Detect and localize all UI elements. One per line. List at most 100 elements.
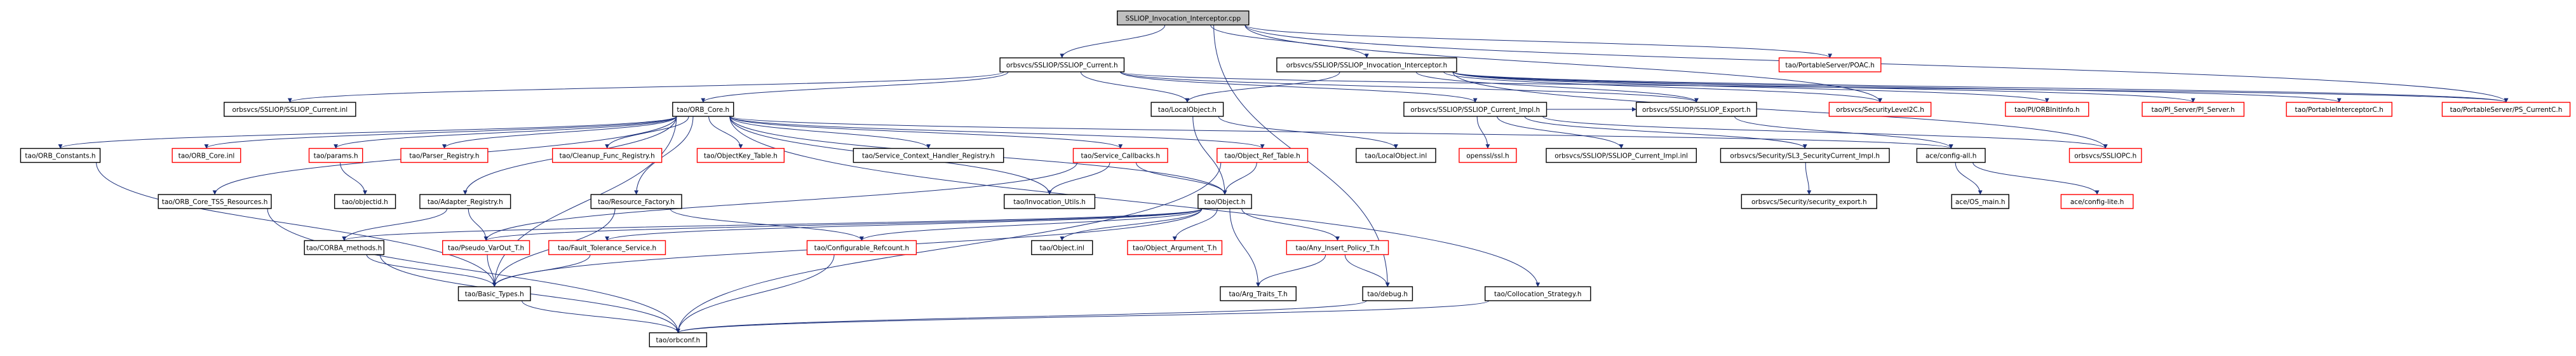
- node-label: tao/Basic_Types.h: [465, 291, 524, 298]
- edge: [1443, 71, 1882, 103]
- node-label: orbsvcs/SSLIOP/SSLIOP_Current_Impl.h: [1410, 106, 1540, 114]
- node-portable-icept: tao/PortableInterceptorC.h: [2286, 102, 2392, 117]
- node-box: [1403, 102, 1548, 117]
- node-collocation[interactable]: tao/Collocation_Strategy.h: [1485, 286, 1591, 301]
- node-label: tao/LocalObject.inl: [1365, 153, 1427, 160]
- node-current-inl[interactable]: orbsvcs/SSLIOP/SSLIOP_Current.inl: [224, 102, 356, 117]
- edge: [1135, 162, 1227, 195]
- edge: [1497, 116, 1624, 149]
- node-invocation-utils[interactable]: tao/Invocation_Utils.h: [1004, 194, 1096, 209]
- node-label: tao/orbconf.h: [656, 337, 701, 345]
- edge: [522, 300, 680, 333]
- node-security-export[interactable]: orbsvcs/Security/security_export.h: [1741, 194, 1877, 209]
- node-config-all[interactable]: ace/config-all.h: [1916, 147, 1986, 163]
- node-box: [224, 102, 356, 117]
- node-label: tao/ORB_Core.h: [677, 106, 729, 114]
- node-label: ace/config-lite.h: [2070, 198, 2124, 206]
- edge: [675, 254, 835, 333]
- edge-configurable-ref-to-orbconf: [675, 254, 835, 333]
- edge-current-h-to-current-inl: [288, 71, 1004, 103]
- node-current-impl-inl[interactable]: orbsvcs/SSLIOP/SSLIOP_Current_Impl.inl: [1546, 147, 1697, 163]
- edge-invint-h-to-pi-orbinit: [1452, 71, 2049, 103]
- node-box: [999, 57, 1125, 72]
- node-box: [1362, 286, 1413, 301]
- node-current-impl-h[interactable]: orbsvcs/SSLIOP/SSLIOP_Current_Impl.h: [1403, 102, 1548, 117]
- edge-invint-h-to-ssliopc: [1452, 71, 2108, 149]
- node-object-inl[interactable]: tao/Object.inl: [1031, 240, 1093, 256]
- node-box: [1197, 194, 1252, 209]
- edge: [1734, 116, 1953, 149]
- edge: [288, 71, 1004, 103]
- node-box: [1741, 194, 1877, 209]
- edge-root-to-current-h: [1060, 25, 1166, 58]
- edge-params-to-objectid: [340, 162, 368, 195]
- node-label: tao/Invocation_Utils.h: [1013, 198, 1086, 206]
- node-local-object-h[interactable]: tao/LocalObject.h: [1150, 102, 1224, 117]
- node-object-h[interactable]: tao/Object.h: [1197, 194, 1252, 209]
- node-invint-h[interactable]: orbsvcs/SSLIOP/SSLIOP_Invocation_Interce…: [1276, 57, 1457, 72]
- edge-object-h-to-any-insert: [1241, 208, 1340, 241]
- node-obj-ref-table: tao/Object_Ref_Table.h: [1217, 147, 1309, 163]
- node-box: [20, 147, 101, 163]
- node-box: [1276, 57, 1457, 72]
- node-basic-types[interactable]: tao/Basic_Types.h: [457, 286, 531, 301]
- node-resource-factory[interactable]: tao/Resource_Factory.h: [590, 194, 682, 209]
- edge: [1542, 116, 2108, 149]
- node-ssliop-export[interactable]: orbsvcs/SSLIOP/SSLIOP_Export.h: [1635, 102, 1757, 117]
- edge: [1524, 116, 1807, 149]
- node-adapter-reg[interactable]: tao/Adapter_Registry.h: [419, 194, 511, 209]
- node-orb-constants[interactable]: tao/ORB_Constants.h: [20, 147, 101, 163]
- edge: [605, 208, 1203, 241]
- node-label: tao/PortableServer/PS_CurrentC.h: [2450, 106, 2563, 114]
- edge: [1452, 71, 2049, 103]
- edge-invint-h-to-portable-icept: [1452, 71, 2342, 103]
- edge: [1344, 254, 1390, 287]
- edge: [729, 116, 931, 149]
- node-current-h[interactable]: orbsvcs/SSLIOP/SSLIOP_Current.h: [999, 57, 1125, 72]
- node-label: tao/Configurable_Refcount.h: [814, 245, 910, 252]
- node-label: openssl/ssl.h: [1466, 153, 1509, 160]
- edge-orb-core-to-svc-ctx: [729, 116, 931, 149]
- node-arg-traits[interactable]: tao/Arg_Traits_T.h: [1220, 286, 1297, 301]
- node-box: [2060, 194, 2134, 209]
- node-label: tao/Pseudo_VarOut_T.h: [448, 245, 524, 252]
- node-os-main[interactable]: ace/OS_main.h: [1951, 194, 2009, 209]
- node-params: tao/params.h: [308, 147, 363, 163]
- node-svc-ctx[interactable]: tao/Service_Context_Handler_Registry.h: [853, 147, 1004, 163]
- node-debug-h[interactable]: tao/debug.h: [1362, 286, 1413, 301]
- node-box: [590, 194, 682, 209]
- edge: [708, 116, 743, 149]
- node-sl3-impl[interactable]: orbsvcs/Security/SL3_SecurityCurrent_Imp…: [1720, 147, 1890, 163]
- edge-invint-h-to-local-object-h: [1185, 71, 1340, 103]
- edge-current-impl-h-to-current-impl-inl: [1497, 116, 1624, 149]
- node-root[interactable]: SSLIOP_Invocation_Interceptor.cpp: [1117, 10, 1250, 25]
- node-objectid[interactable]: tao/objectid.h: [334, 194, 396, 209]
- edge: [1192, 116, 1227, 195]
- node-local-object-inl[interactable]: tao/LocalObject.inl: [1356, 147, 1436, 163]
- node-label: tao/ObjectKey_Table.h: [704, 153, 778, 160]
- edge-object-h-to-fault-tol: [605, 208, 1203, 241]
- node-box: [457, 286, 531, 301]
- edge: [1972, 162, 2100, 195]
- node-box: [2068, 147, 2142, 163]
- edge: [1452, 71, 2195, 103]
- node-orb-core[interactable]: tao/ORB_Core.h: [672, 102, 734, 117]
- edge: [492, 116, 677, 287]
- node-seclevel2c: orbsvcs/SecurityLevel2C.h: [1828, 102, 1932, 117]
- edge-orb-core-to-orb-core-inl: [204, 116, 677, 149]
- node-box: [1546, 147, 1697, 163]
- node-box: [400, 147, 489, 163]
- node-pi-server: tao/PI_Server/PI_Server.h: [2141, 102, 2245, 117]
- node-orbconf[interactable]: tao/orbconf.h: [649, 332, 708, 348]
- edge-obj-ref-table-to-orbconf: [675, 162, 1222, 333]
- node-configurable-ref: tao/Configurable_Refcount.h: [806, 240, 917, 256]
- edge: [676, 300, 1367, 333]
- edge-any-insert-to-debug-h: [1344, 254, 1390, 287]
- node-tss-res[interactable]: tao/ORB_Core_TSS_Resources.h: [158, 194, 272, 209]
- edge-obj-ref-table-to-object-h: [1222, 162, 1257, 195]
- node-corba-methods[interactable]: tao/CORBA_methods.h: [304, 240, 385, 256]
- node-any-insert: tao/Any_Insert_Policy_T.h: [1286, 240, 1389, 256]
- node-label: tao/Parser_Registry.h: [409, 153, 479, 160]
- edge: [860, 208, 1203, 241]
- edge: [729, 116, 1123, 149]
